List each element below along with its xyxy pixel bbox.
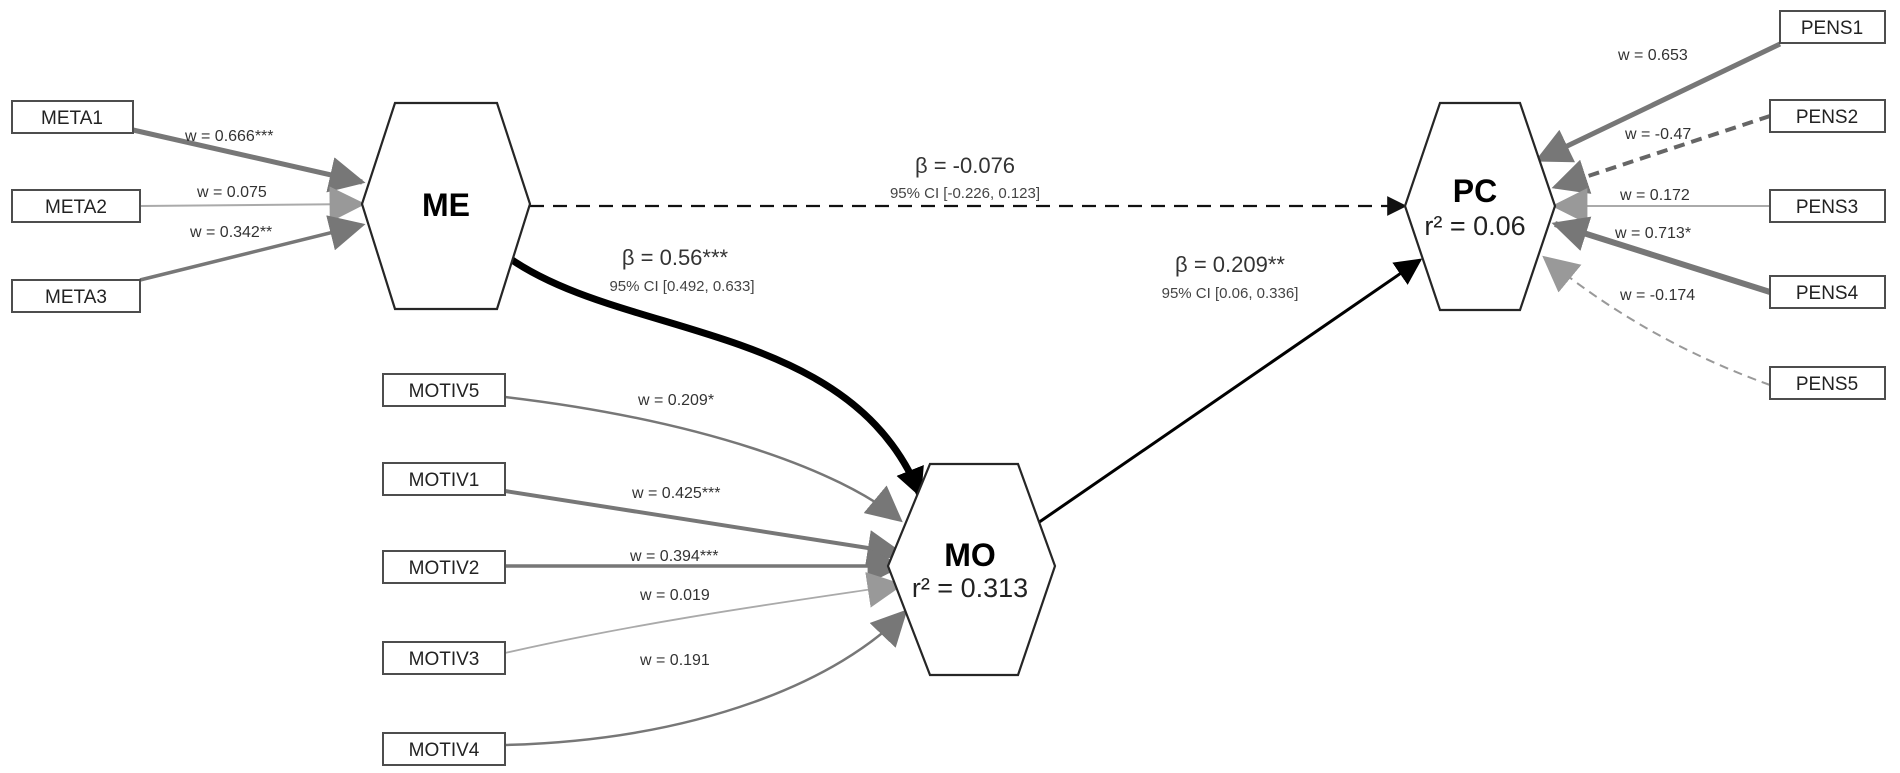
- indicator-meta1-label: META1: [41, 108, 103, 129]
- weight-label-pens1: w = 0.653: [1617, 47, 1688, 64]
- path-me-mo: [502, 252, 924, 498]
- indicator-motiv5: MOTIV5: [382, 373, 506, 407]
- path-mo-pc-ci: 95% CI [0.06, 0.336]: [1162, 285, 1299, 302]
- indicator-pens3-label: PENS3: [1796, 197, 1858, 218]
- construct-pc-r2: r² = 0.06: [1424, 211, 1525, 241]
- path-me-pc-ci: 95% CI [-0.226, 0.123]: [890, 185, 1040, 202]
- indicator-motiv2-label: MOTIV2: [409, 558, 480, 579]
- indicator-meta3: META3: [11, 279, 141, 313]
- indicator-meta3-label: META3: [45, 287, 107, 308]
- path-me-pc-beta: β = -0.076: [915, 153, 1015, 178]
- weight-label-meta1: w = 0.666***: [184, 128, 274, 145]
- indicator-motiv1-label: MOTIV1: [409, 470, 480, 491]
- edge-pens4-pc: [1551, 216, 1771, 295]
- edge-meta2-me: [139, 186, 366, 223]
- weight-label-pens3: w = 0.172: [1619, 187, 1690, 204]
- indicator-pens2-label: PENS2: [1796, 107, 1858, 128]
- edge-motiv1-mo: [504, 489, 904, 566]
- indicator-motiv2: MOTIV2: [382, 550, 506, 584]
- edge-pens1-pc: [1534, 41, 1782, 163]
- indicator-pens4: PENS4: [1769, 275, 1886, 309]
- indicator-meta1: META1: [11, 100, 134, 134]
- path-mo-pc-beta: β = 0.209**: [1175, 252, 1285, 277]
- weight-label-motiv3: w = 0.019: [639, 587, 710, 604]
- weight-label-pens2: w = -0.47: [1624, 126, 1691, 143]
- indicator-motiv5-label: MOTIV5: [409, 381, 480, 402]
- indicator-pens5-label: PENS5: [1796, 374, 1858, 395]
- indicator-motiv3-label: MOTIV3: [409, 649, 480, 670]
- weight-label-motiv5: w = 0.209*: [637, 392, 714, 409]
- indicator-pens1: PENS1: [1779, 10, 1886, 44]
- indicator-pens4-label: PENS4: [1796, 283, 1859, 304]
- edge-meta3-me: [139, 215, 366, 282]
- path-me-mo-ci: 95% CI [0.492, 0.633]: [609, 278, 754, 295]
- construct-mo-r2: r² = 0.313: [912, 573, 1028, 603]
- weight-label-pens4: w = 0.713*: [1614, 225, 1691, 242]
- edge-pens5-pc: [1542, 255, 1771, 386]
- construct-mo: MO r² = 0.313: [886, 462, 1057, 677]
- weight-label-meta3: w = 0.342**: [189, 224, 272, 241]
- indicator-pens2: PENS2: [1769, 99, 1886, 133]
- indicator-motiv4-label: MOTIV4: [409, 740, 480, 761]
- indicator-motiv1: MOTIV1: [382, 462, 506, 496]
- edge-motiv5-mo: [504, 395, 903, 523]
- indicator-pens5: PENS5: [1769, 366, 1886, 400]
- edge-motiv3-mo: [504, 572, 904, 654]
- weight-label-motiv1: w = 0.425***: [631, 485, 721, 502]
- construct-me-label: ME: [422, 187, 470, 223]
- weight-label-motiv2: w = 0.394***: [629, 548, 719, 565]
- weight-label-motiv4: w = 0.191: [639, 652, 710, 669]
- construct-mo-label: MO: [944, 537, 996, 573]
- edge-meta1-me: [132, 127, 366, 193]
- construct-me: ME: [360, 101, 532, 311]
- indicator-meta2: META2: [11, 189, 141, 223]
- indicator-pens1-label: PENS1: [1801, 18, 1863, 39]
- indicator-motiv3: MOTIV3: [382, 641, 506, 675]
- indicator-pens3: PENS3: [1769, 189, 1886, 223]
- weight-label-pens5: w = -0.174: [1619, 287, 1695, 304]
- path-me-mo-beta: β = 0.56***: [622, 245, 729, 270]
- construct-pc-label: PC: [1453, 173, 1497, 209]
- construct-pc: PC r² = 0.06: [1403, 101, 1557, 312]
- indicator-motiv4: MOTIV4: [382, 732, 506, 766]
- indicator-meta2-label: META2: [45, 197, 107, 218]
- edge-pens2-pc: [1551, 114, 1771, 194]
- path-mo-pc: [1034, 258, 1423, 527]
- weight-label-meta2: w = 0.075: [196, 184, 267, 201]
- edge-motiv4-mo: [504, 609, 908, 747]
